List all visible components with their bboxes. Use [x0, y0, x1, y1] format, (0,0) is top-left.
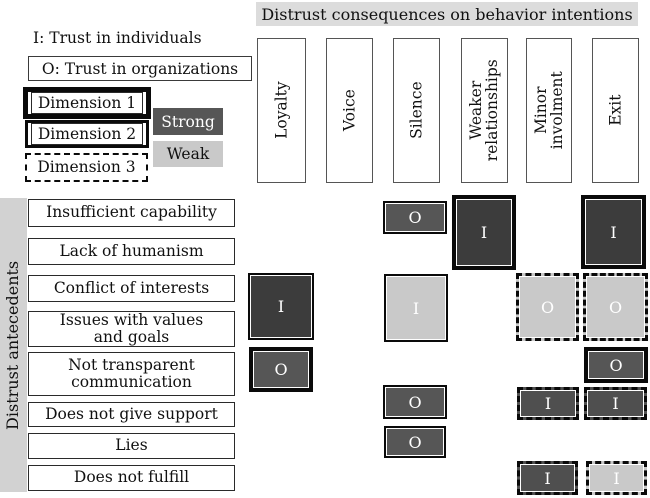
- cell-silence-does-not-give-support-O: O: [383, 385, 447, 419]
- column-header-label: Silence: [407, 81, 426, 140]
- legend-weak-swatch: Weak: [153, 141, 223, 167]
- cell-loyalty-conflict-of-interests-I: I: [248, 273, 314, 340]
- cell-letter: O: [408, 432, 422, 452]
- legend-trust-individuals: I: Trust in individuals: [33, 29, 202, 47]
- cell-letter: O: [408, 392, 422, 412]
- diagram-title-bar: Distrust consequences on behavior intent…: [256, 2, 638, 26]
- column-header-exit: Exit: [592, 38, 639, 183]
- legend-dimension-3: Dimension 3: [25, 153, 148, 182]
- cell-minor-involment-does-not-give-support-I: I: [517, 387, 579, 420]
- cell-letter: I: [277, 297, 285, 316]
- column-header-voice: Voice: [326, 38, 373, 183]
- legend-trust-organizations: O: Trust in organizations: [28, 56, 252, 81]
- cell-letter: O: [609, 355, 623, 375]
- cell-exit-conflict-of-interests-O: O: [583, 273, 648, 341]
- cell-letter: I: [412, 298, 420, 318]
- distrust-antecedents-axis: Distrust antecedents: [0, 198, 27, 492]
- legend-trust-organizations-label: O: Trust in organizations: [41, 59, 239, 78]
- row-label-text: Lies: [115, 436, 148, 455]
- row-label-insufficient-capability: Insufficient capability: [28, 199, 235, 227]
- cell-silence-insufficient-capability-O: O: [383, 201, 447, 234]
- row-label-text: Does not give support: [45, 404, 218, 423]
- row-label-text: Insufficient capability: [46, 203, 217, 222]
- cell-loyalty-not-transparent-communication-O: O: [249, 347, 313, 392]
- column-header-label: Voice: [340, 89, 359, 132]
- column-header-label: Loyalty: [272, 81, 291, 140]
- cell-letter: I: [613, 468, 620, 488]
- cell-letter: I: [544, 394, 552, 413]
- cell-silence-lies-O: O: [384, 426, 446, 458]
- cell-letter: I: [610, 222, 617, 242]
- distrust-antecedents-axis-label: Distrust antecedents: [3, 260, 23, 430]
- row-label-text: Issues with values and goals: [59, 310, 204, 346]
- row-label-does-not-give-support: Does not give support: [28, 402, 235, 427]
- cell-letter: I: [544, 468, 551, 488]
- cell-letter: I: [480, 223, 488, 242]
- legend-dimension-1: Dimension 1: [23, 87, 151, 119]
- row-label-does-not-fulfill: Does not fulfill: [28, 465, 235, 491]
- row-label-lack-of-humanism: Lack of humanism: [28, 238, 235, 265]
- cell-letter: O: [540, 297, 555, 317]
- column-header-minor-involment: Minor involment: [526, 38, 572, 183]
- cell-letter: O: [408, 208, 422, 227]
- legend-dimension-2-label: Dimension 2: [30, 122, 144, 146]
- cell-exit-does-not-give-support-I: I: [584, 387, 647, 420]
- legend-strong-swatch: Strong: [153, 108, 223, 135]
- row-label-not-transparent-communication: Not transparent communication: [28, 352, 235, 396]
- column-header-silence: Silence: [393, 38, 440, 183]
- row-label-issues-with-values-and-goals: Issues with values and goals: [28, 311, 235, 347]
- column-header-weaker-relationships: Weaker relationships: [461, 38, 508, 183]
- cell-letter: I: [612, 394, 619, 413]
- diagram-title: Distrust consequences on behavior intent…: [261, 4, 633, 24]
- column-header-label: Weaker relationships: [467, 59, 502, 162]
- row-label-text: Lack of humanism: [59, 241, 204, 260]
- column-header-label: Minor involment: [531, 71, 566, 150]
- cell-exit-does-not-fulfill-I: I: [586, 461, 647, 495]
- cell-letter: O: [608, 297, 623, 317]
- row-label-text: Not transparent communication: [68, 355, 195, 391]
- cell-exit-not-transparent-communication-O: O: [584, 347, 648, 383]
- cell-weaker-relationships-insufficient-capability-I: I: [452, 195, 516, 270]
- legend-dimension-1-label: Dimension 1: [30, 91, 144, 115]
- legend-strong-label: Strong: [161, 112, 215, 131]
- row-label-text: Does not fulfill: [73, 468, 190, 487]
- row-label-conflict-of-interests: Conflict of interests: [28, 275, 235, 302]
- cell-letter: O: [274, 360, 288, 379]
- cell-silence-conflict-of-interests-I: I: [384, 274, 448, 342]
- legend-dimension-3-label: Dimension 3: [31, 157, 142, 178]
- cell-exit-insufficient-capability-I: I: [581, 195, 646, 269]
- cell-minor-involment-does-not-fulfill-I: I: [517, 461, 578, 495]
- cell-minor-involment-conflict-of-interests-O: O: [516, 273, 579, 341]
- row-label-text: Conflict of interests: [53, 278, 210, 297]
- column-header-loyalty: Loyalty: [257, 38, 306, 183]
- legend-weak-label: Weak: [166, 145, 210, 163]
- legend-dimension-2: Dimension 2: [25, 120, 149, 148]
- row-label-lies: Lies: [28, 433, 235, 459]
- column-header-label: Exit: [606, 94, 625, 127]
